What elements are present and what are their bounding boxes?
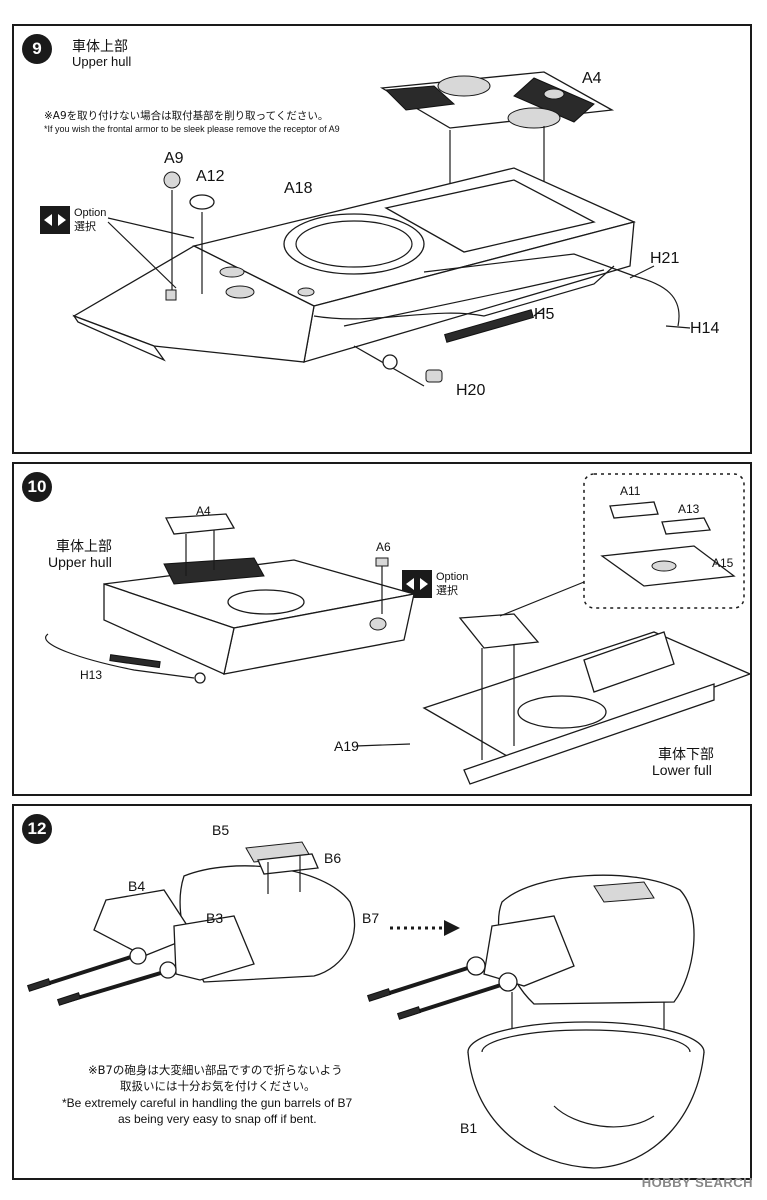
part-label-A12: A12	[196, 168, 225, 185]
step-9-panel: 9 車体上部 Upper hull ※A9を取り付けない場合は取付基部を削り取っ…	[12, 24, 752, 454]
part-label-A11: A11	[620, 484, 641, 498]
part-label-B1: B1	[460, 1120, 478, 1136]
part-label-H13: H13	[80, 668, 103, 682]
part-label-A18: A18	[284, 180, 313, 197]
part-label-A4: A4	[196, 504, 211, 518]
option-label-en: Option	[436, 571, 469, 583]
part-label-B3: B3	[206, 910, 224, 926]
step-title-jp: 車体上部	[72, 39, 128, 55]
option-label-en: Option	[74, 207, 107, 219]
upper-hull-label-en: Upper hull	[48, 554, 112, 570]
step-12-drawing	[26, 841, 705, 1169]
part-label-H21: H21	[650, 250, 680, 267]
warning-en-line-1: *Be extremely careful in handling the gu…	[62, 1096, 353, 1110]
watermark: HOBBY SEARCH	[641, 1175, 753, 1190]
option-label-jp: 選択	[436, 584, 458, 597]
upper-hull-label-jp: 車体上部	[56, 539, 112, 555]
part-label-A15: A15	[712, 556, 734, 570]
lower-hull-label-jp: 車体下部	[658, 747, 714, 763]
step-10-panel: 10 車体上部 Upper hull 車体下部 Lower full Optio…	[12, 462, 752, 796]
part-label-H5: H5	[534, 306, 555, 323]
step-title-en: Upper hull	[72, 54, 132, 69]
part-label-A19: A19	[334, 738, 359, 754]
option-label-jp: 選択	[74, 220, 96, 233]
option-marker: Option 選択	[40, 206, 106, 234]
step-9-drawing	[72, 71, 691, 387]
part-label-B7: B7	[362, 910, 380, 926]
step-number: 9	[22, 34, 52, 64]
note-jp: ※A9を取り付けない場合は取付基部を削り取ってください。	[44, 110, 329, 122]
part-label-A6: A6	[376, 540, 391, 554]
part-label-H20: H20	[456, 382, 486, 399]
warning-en-line-2: as being very easy to snap off if bent.	[118, 1112, 317, 1126]
part-label-B5: B5	[212, 822, 230, 838]
step-10-drawing	[45, 473, 752, 785]
part-label-A13: A13	[678, 502, 700, 516]
part-label-H14: H14	[690, 320, 720, 337]
step-12-panel: 12 B5 B6 B4	[12, 804, 752, 1180]
part-label-B6: B6	[324, 850, 342, 866]
note-en: *If you wish the frontal armor to be sle…	[44, 124, 340, 134]
part-label-B4: B4	[128, 878, 146, 894]
step-number: 12	[22, 814, 52, 844]
lower-hull-label-en: Lower full	[652, 762, 712, 778]
part-label-A4: A4	[582, 70, 602, 87]
warning-jp-line-2: 取扱いには十分お気を付けください。	[120, 1079, 316, 1093]
step-number: 10	[22, 472, 52, 502]
part-label-A9: A9	[164, 150, 184, 167]
option-icon	[40, 206, 70, 234]
warning-jp-line-1: ※B7の砲身は大変細い部品ですので折らないよう	[88, 1063, 343, 1077]
